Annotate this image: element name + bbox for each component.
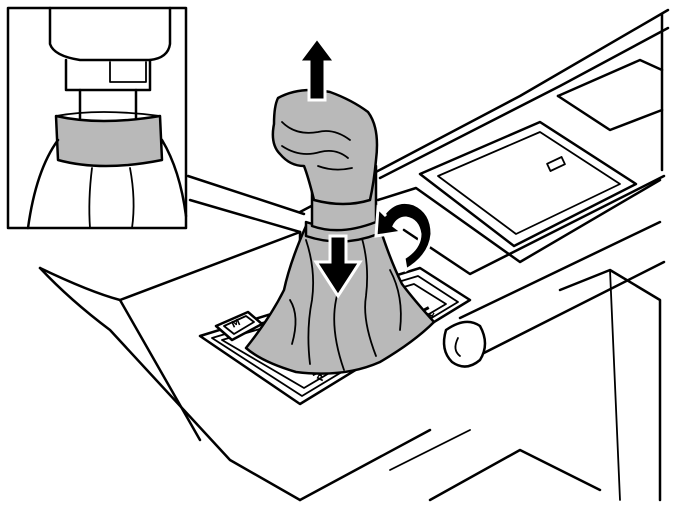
rotate-arrow-icon — [374, 200, 434, 273]
gear-label-l: L — [426, 309, 438, 319]
mode-switch-label: M — [230, 318, 242, 331]
inset-collar — [54, 114, 164, 168]
detail-inset — [6, 6, 306, 234]
gear-label-p: P — [316, 373, 328, 384]
mode-switch[interactable]: M — [214, 310, 264, 342]
arrow-down-icon — [313, 234, 363, 299]
center-console — [38, 8, 670, 502]
lid-latch — [546, 156, 566, 172]
shift-knob — [271, 88, 379, 232]
arrow-up-icon — [296, 35, 338, 102]
grab-handle — [442, 220, 666, 368]
